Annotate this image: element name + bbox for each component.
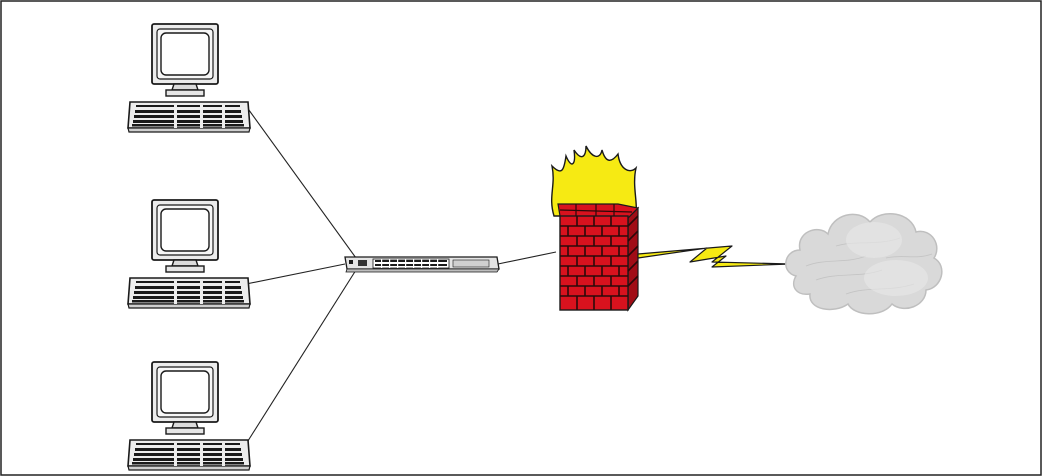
network-switch-icon	[345, 257, 499, 272]
network-switch[interactable]	[345, 257, 499, 272]
firewall-icon	[552, 146, 638, 310]
firewall[interactable]	[552, 146, 638, 310]
